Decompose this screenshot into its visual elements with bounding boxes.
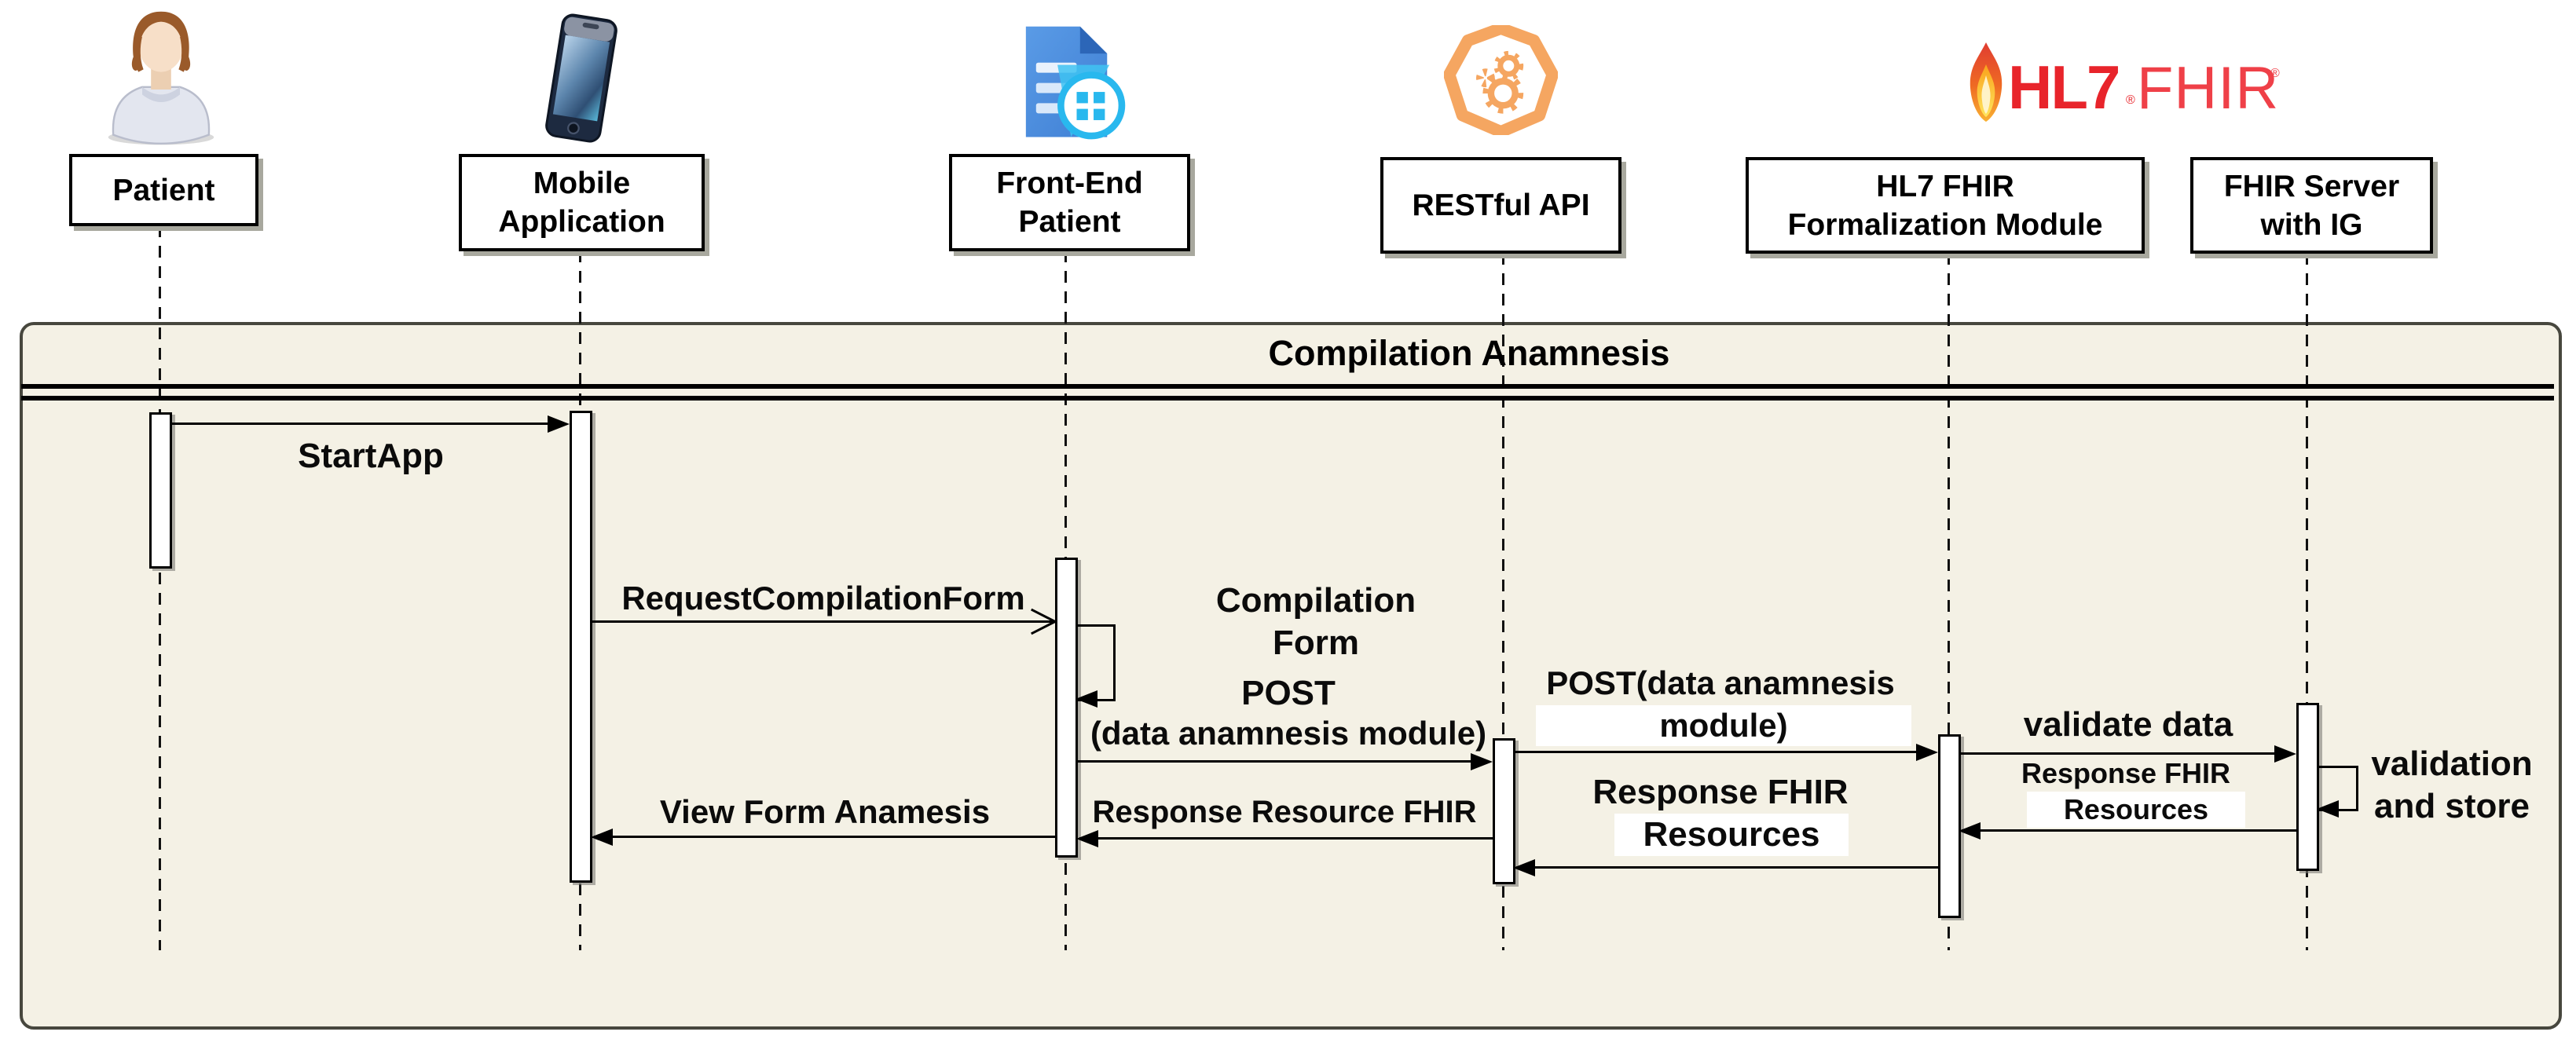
self-message-compilation-form-label-2: Form [1273,624,1359,662]
self-message-compilation-form-label-1: Compilation [1215,581,1416,620]
actor-box-patient: Patient [69,154,258,226]
message-request-compilation-form-label: RequestCompilationForm [621,580,1025,616]
actor-label: Application [498,205,665,239]
lifeline-restful-api [1502,253,1504,950]
message-response-fhir-big-line [1516,866,1938,869]
arrowhead-right [1471,753,1493,770]
activation-fhir-server [2296,703,2319,871]
arrowhead-left [1075,690,1097,708]
message-validate-data-label: validate data [2023,705,2233,744]
actor-label: FHIR Server [2223,169,2400,203]
message-validate-data-line [1959,752,2277,755]
message-post1-label-1: POST [1241,674,1336,712]
actor-box-restful-api: RESTful API [1380,157,1621,254]
message-post2-line [1513,751,1919,753]
message-view-form-anamesis-line [594,836,1055,838]
actor-label: Patient [1018,205,1121,239]
message-response-resource-fhir-line [1079,837,1493,840]
fhir-flame-icon [1970,42,2003,122]
message-startapp-label: StartApp [298,437,444,475]
message-response-fhir-big-label-1: Response FHIR [1592,773,1849,811]
message-request-compilation-form-line [592,620,1055,623]
message-post2-label-1: POST(data anamnesis [1546,664,1895,701]
actor-label: with IG [2260,207,2363,242]
logo-hl7-text: HL7 [2008,53,2119,122]
arrowhead-left [1959,822,1981,840]
activation-patient [149,412,172,569]
patient-icon [108,11,214,145]
frame-double-line-top [21,384,2554,389]
message-post1-line [1076,760,1474,763]
hl7-fhir-logo: HL7 ® FHIR ® [1970,42,2280,122]
message-post2-label-2: module) [1536,705,1911,746]
frame-title: Compilation Anamnesis [1268,333,1670,373]
logo-fhir-text: FHIR [2137,55,2279,122]
self-message-validation-store-label-1: validation [2371,744,2533,783]
arrowhead-right [1916,744,1938,761]
lifeline-fhir-server [2306,253,2308,950]
arrowhead-right [548,415,570,433]
arrowhead-left [591,829,613,846]
arrowhead-left [1513,859,1535,876]
actor-box-hl7-fhir-formalization-module: HL7 FHIR Formalization Module [1746,157,2145,254]
mobile-phone-icon [545,13,617,143]
actor-box-front-end-patient: Front-End Patient [949,154,1190,251]
interaction-frame [20,322,2562,1030]
arrowhead-left [2317,800,2339,818]
actor-box-mobile-application: Mobile Application [459,154,705,251]
actor-box-fhir-server-with-ig: FHIR Server with IG [2190,157,2433,254]
actor-label: Mobile [533,166,631,200]
message-response-fhir-big-label-2: Resources [1614,814,1849,856]
logo-reg-mark: ® [2126,93,2135,107]
message-startapp-line [171,423,552,425]
message-post1-label-2: (data anamnesis module) [1090,715,1487,752]
logo-reg-mark-2: ® [2270,67,2280,80]
message-response-fhir-small-label-1: Response FHIR [2021,757,2231,789]
actor-label: Formalization Module [1787,207,2103,242]
activation-restful-api [1493,738,1515,884]
actor-label: Front-End [996,166,1143,200]
arrowhead-right [2274,745,2296,763]
actor-label: Patient [112,173,215,207]
actor-label: RESTful API [1412,188,1590,222]
lifeline-formalization-module [1948,253,1950,950]
message-response-fhir-small-label-2: Resources [2027,792,2245,828]
message-response-resource-fhir-label: Response Resource FHIR [1092,795,1477,829]
activation-front-end-patient [1055,558,1078,858]
activation-mobile-application [570,411,592,883]
message-response-fhir-small-line [1962,829,2296,832]
api-gears-icon [1444,25,1558,135]
frame-double-line-bottom [21,396,2554,401]
activation-formalization-module [1938,734,1961,918]
arrowhead-left [1076,830,1098,847]
document-form-icon [1025,26,1126,140]
message-view-form-anamesis-label: View Form Anamesis [659,793,991,830]
self-message-validation-store-label-2: and store [2373,787,2530,825]
lifeline-patient [159,225,161,950]
actor-label: HL7 FHIR [1876,169,2014,203]
